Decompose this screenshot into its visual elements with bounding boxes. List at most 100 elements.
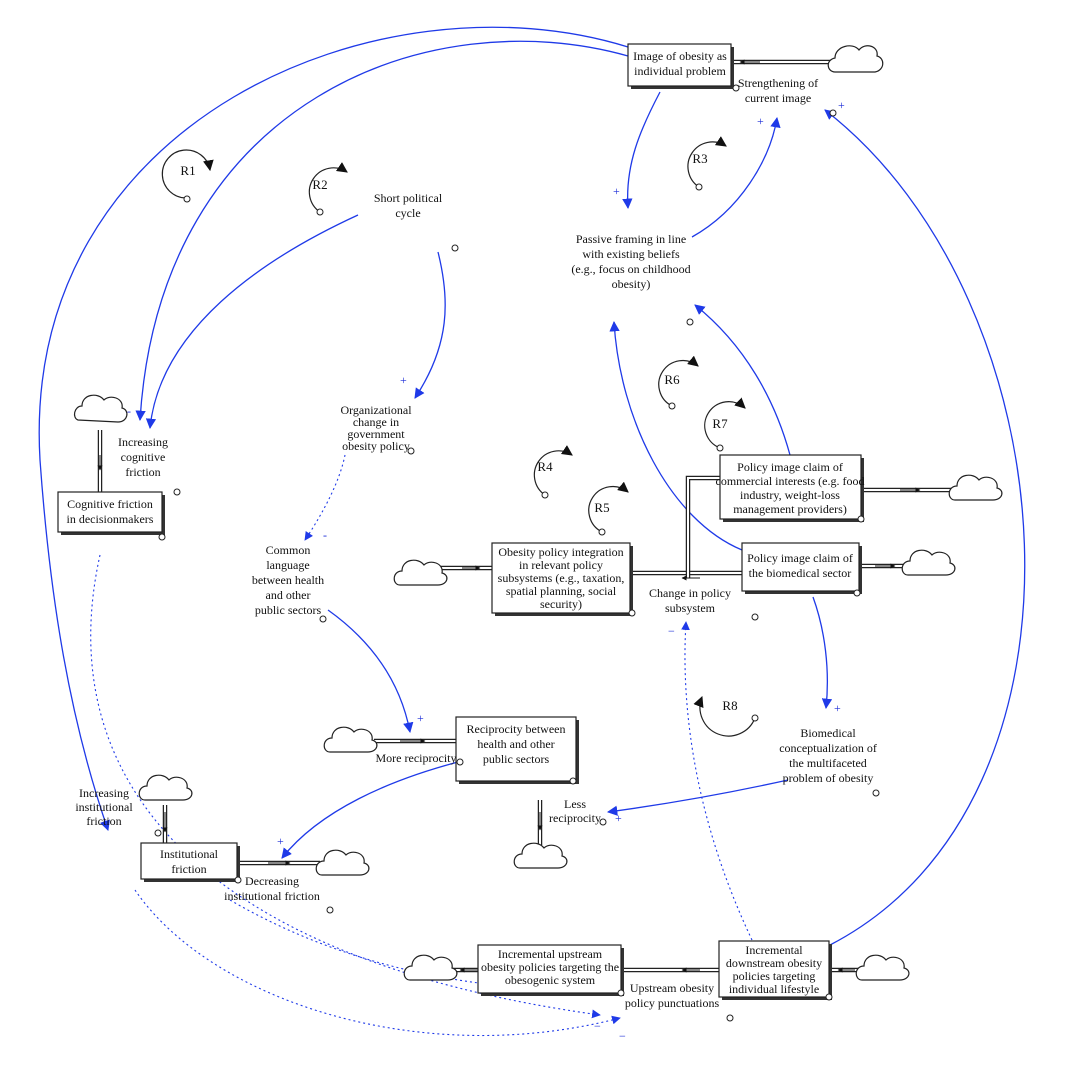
var-common-language-line-2: language [266, 558, 309, 572]
loop-indicators: R1 R2 R3 R4 R5 R6 R7 [161, 136, 759, 737]
stock-integration-line-5: security) [540, 597, 582, 611]
var-passive-line-4: obesity) [612, 277, 651, 291]
stock-downstream-line-3: policies targeting [733, 969, 816, 983]
loop-r5-label: R5 [594, 500, 609, 515]
cloud-right-institutional [315, 849, 370, 876]
causal-links [38, 26, 1026, 946]
stock-reciprocity-line-1: Reciprocity between [467, 722, 566, 736]
var-org-change-line-1: Organizational [340, 403, 412, 417]
loop-r4-label: R4 [537, 459, 553, 474]
var-increasing-institutional-line-3: friction [86, 814, 121, 828]
stock-cognitive-line-2: in decisionmakers [67, 512, 154, 526]
var-common-language-line-4: and other [266, 588, 311, 602]
var-common-language-line-5: public sectors [255, 603, 322, 617]
link-image-to-cognitive-1 [135, 40, 629, 422]
var-biomedical-concept-line-3: the multifaceted [789, 756, 867, 770]
clouds [73, 45, 1003, 981]
var-strengthening-line-1: Strengthening of [738, 76, 818, 90]
svg-text:More reciprocity: More reciprocity [376, 751, 457, 765]
link-institutional-to-punctuations [134, 889, 621, 1036]
var-short-cycle-line-2: cycle [395, 206, 420, 220]
stock-image-line-1: Image of obesity as [633, 49, 727, 63]
cloud-top-right [827, 45, 884, 73]
var-common-language-line-1: Common [266, 543, 311, 557]
stock-commercial-line-2: commercial interests (e.g. food [716, 474, 865, 488]
var-increasing-cognitive-line-2: cognitive [121, 450, 166, 464]
var-increasing-institutional-line-2: institutional [75, 800, 133, 814]
cloud-top-institutional [138, 774, 193, 801]
polarity-punctuations-1: − [594, 1019, 601, 1033]
var-common-language-line-3: between health [252, 573, 324, 587]
stock-upstream-line-3: obesogenic system [505, 973, 596, 987]
polarity-cognitive: - [127, 404, 131, 418]
stock-downstream-line-1: Incremental [745, 943, 803, 957]
var-org-change-line-2: change in [353, 415, 399, 429]
cloud-right-downstream [855, 954, 910, 981]
var-short-cycle-line-1: Short political [374, 191, 443, 205]
polarity-signs: + + + + - - + + + + − − − [127, 98, 845, 1043]
link-concept-to-less-reciprocity [606, 779, 789, 816]
stock-institutional-line-1: Institutional [160, 847, 219, 861]
stock-image-line-2: individual problem [634, 64, 726, 78]
cloud-left-integration [393, 559, 448, 586]
link-image-to-passive [622, 91, 661, 210]
stock-downstream-line-4: individual lifestyle [729, 982, 819, 996]
polarity-passive: + [613, 184, 620, 198]
loop-r4: R4 [533, 445, 573, 499]
link-image-to-institutional [38, 26, 629, 831]
loop-r8-label: R8 [722, 698, 737, 713]
var-change-policy-line-2: subsystem [665, 601, 716, 615]
var-upstream-punct-line-2: policy punctuations [625, 996, 720, 1010]
link-downstream-to-change-policy [681, 621, 753, 941]
negative-links [90, 454, 753, 1036]
loop-r2: R2 [308, 162, 348, 216]
polarity-punctuations-2: − [619, 1029, 626, 1043]
cloud-bottom-less-reciprocity [513, 842, 568, 869]
polarity-more-reciprocity: + [417, 711, 424, 725]
stock-downstream-line-2: downstream obesity [726, 956, 822, 970]
loop-r7: R7 [704, 397, 746, 452]
var-biomedical-concept-line-4: problem of obesity [783, 771, 874, 785]
loop-r1-label: R1 [180, 163, 195, 178]
polarity-change-policy: − [668, 624, 675, 638]
link-common-to-more-reciprocity [327, 609, 414, 734]
var-less-reciprocity-line-2: reciprocity [549, 811, 601, 825]
polarity-strengthening-right: + [838, 98, 845, 112]
link-cognitive-to-punctuations [90, 554, 601, 1019]
stock-integration-line-1: Obesity policy integration [498, 545, 623, 559]
loop-r3: R3 [687, 136, 727, 191]
var-passive-line-1: Passive framing in line [576, 232, 686, 246]
stock-integration-line-3: subsystems (e.g., taxation, [498, 571, 625, 585]
stock-reciprocity-line-2: health and other [477, 737, 554, 751]
var-decreasing-institutional-line-1: Decreasing [245, 874, 299, 888]
link-biomedical-to-passive [609, 320, 743, 551]
link-short-cycle-to-org-change [414, 251, 446, 399]
var-org-change-line-3: government [347, 427, 405, 441]
link-passive-to-strengthening [691, 116, 781, 238]
var-biomedical-concept-line-2: conceptualization of [779, 741, 877, 755]
